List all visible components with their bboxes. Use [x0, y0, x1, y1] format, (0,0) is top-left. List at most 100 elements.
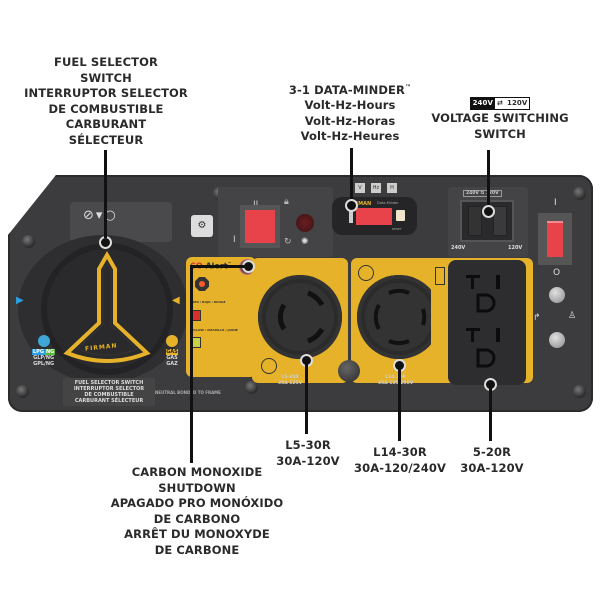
plate-line: DE COMBUSTIBLE	[84, 392, 134, 398]
voltage-badge: 240V ⇄ 120V	[469, 97, 531, 110]
callout-line: 30A-120V	[276, 453, 340, 468]
callout-line: DE CARBONO	[153, 511, 241, 526]
gas-label-es: GAS	[166, 355, 178, 361]
co-warning-icon	[195, 277, 209, 291]
co-legend-yellow: YELLOW / AMARILLO / JAUNE	[190, 328, 238, 332]
l5-30r-callout: L5-30R 30A-120V	[268, 438, 348, 469]
fuel-off-icons: ⊘▾○	[83, 208, 118, 223]
fuel-selector-leader	[104, 150, 107, 220]
trademark: ™	[227, 261, 232, 266]
gfci-icon	[435, 267, 445, 285]
main-switch-rocker	[547, 221, 563, 257]
outlet-rating: 30A 125V	[278, 381, 303, 386]
5-20r-callout: 5-20R 30A-120V	[452, 445, 532, 476]
twist-lock-outlet-icon	[266, 283, 334, 351]
data-minder-title: 3-1 DATA-MINDER	[288, 82, 405, 97]
callout-line: INTERRUPTOR SELECTOR	[24, 86, 188, 100]
main-switch-on-label: I	[554, 198, 557, 208]
plate-line: CARBURANT SÉLECTEUR	[74, 398, 144, 404]
gas-label-fr: GAZ	[166, 361, 178, 367]
data-minder-volt-button[interactable]: V	[355, 183, 365, 193]
l14-plug-icon	[358, 265, 374, 281]
circuit-breaker-button[interactable]	[338, 360, 360, 382]
plate-line: FUEL SELECTOR SWITCH	[74, 380, 144, 386]
lpg-tag: LPG	[32, 349, 45, 355]
callout-line: CARBON MONOXIDE	[131, 465, 263, 479]
light-bulb-icon: ✺	[301, 237, 309, 247]
ignition-on-label: I	[233, 235, 236, 245]
data-minder-brand: FIRMAN	[349, 201, 372, 207]
gas-arrow-icon: ◀	[172, 295, 180, 306]
l14-30r-leader	[398, 367, 401, 441]
voltage-left-label: 240V	[451, 245, 466, 251]
switch-slot	[467, 206, 482, 236]
trademark: ™	[404, 84, 412, 91]
fuel-selector-leader-lower	[104, 220, 107, 238]
voltage-switch-leader-dot	[482, 205, 495, 218]
gas-label: GAS GAS GAZ	[166, 335, 178, 367]
breaker-button[interactable]	[549, 332, 565, 348]
callout-line: Volt-Hz-Horas	[304, 113, 396, 128]
ignition-rocker-switch[interactable]	[240, 205, 280, 248]
screw	[245, 381, 258, 394]
co-shutdown-leader	[190, 265, 193, 463]
l14-30r-outlet[interactable]	[357, 275, 441, 359]
callout-line: SWITCH	[80, 70, 132, 85]
voltage-right-label: 120V	[508, 245, 523, 251]
duplex-outlet-icon	[466, 275, 500, 368]
callout-line: SHUTDOWN	[158, 480, 236, 495]
data-minder-subtitle: Data-Minder	[377, 201, 399, 205]
gas-icon	[166, 335, 178, 347]
callout-line: 5-20R	[472, 445, 512, 459]
callout-line: L5-30R	[285, 438, 331, 452]
data-minder-leader	[350, 148, 353, 201]
fuel-selector-switch[interactable]: FIRMAN	[41, 243, 173, 375]
voltage-switch-badge: 240V ⇆ 120V	[463, 190, 502, 197]
callout-line: 30A-120V	[460, 460, 524, 475]
data-minder-hours-button[interactable]: H	[387, 183, 397, 193]
screw	[573, 187, 586, 200]
data-minder-reset-button[interactable]	[396, 210, 405, 221]
lightning-icon: ⇄	[497, 98, 503, 107]
callout-line: SÉLECTEUR	[68, 132, 144, 147]
outlet-rating: 30A 125/250V	[378, 381, 414, 386]
voltage-switch-leader	[487, 150, 490, 210]
5-20r-outlet[interactable]	[448, 260, 526, 385]
lock-icon: 🔒︎	[284, 197, 289, 207]
neutral-bonded-note: NEUTRAL BONDED TO FRAME	[155, 390, 221, 395]
callout-line: ARRÊT DU MONOXYDE	[124, 527, 270, 541]
switch-slot	[492, 206, 507, 236]
outlet-name: L5-30R	[281, 375, 299, 380]
data-minder-mode-indicators	[349, 208, 353, 223]
co-shutdown-leader-horizontal	[190, 265, 245, 268]
breaker-icon: ↱	[533, 313, 541, 323]
engine-icon: ⚙	[191, 215, 213, 237]
screw	[16, 385, 29, 398]
badge-120v: 120V	[506, 99, 528, 107]
data-minder-footer: RESET	[392, 227, 402, 231]
idle-control-icon: ♙	[568, 311, 577, 321]
lpg-icon	[37, 335, 50, 347]
l5-30r-outlet[interactable]	[258, 275, 342, 359]
data-minder-buttons: V Hz H	[355, 183, 397, 193]
indicator-light	[296, 214, 314, 232]
reset-button[interactable]	[549, 287, 565, 303]
screw	[573, 385, 586, 398]
callout-line: VOLTAGE SWITCHING	[431, 111, 569, 125]
ng-tag: NG	[44, 349, 56, 355]
main-power-switch[interactable]	[538, 213, 572, 265]
data-minder-hz-button[interactable]: Hz	[371, 183, 381, 193]
twist-lock-outlet-icon	[365, 283, 433, 351]
callout-line: 30A-120/240V	[354, 460, 446, 475]
co-shutdown-callout: CARBON MONOXIDE SHUTDOWN APAGADO PRO MON…	[102, 465, 292, 558]
callout-line: CARBURANT	[65, 117, 147, 131]
badge-240v: 240V	[470, 98, 496, 109]
start-icon: ↻	[284, 237, 292, 247]
lpg-arrow-icon: ▶	[16, 295, 24, 306]
callout-line: Volt-Hz-Hours	[304, 98, 396, 113]
callout-line: DE CARBONE	[154, 542, 240, 557]
main-switch-off-label: O	[553, 268, 561, 278]
data-minder-leader-dot	[345, 199, 358, 212]
